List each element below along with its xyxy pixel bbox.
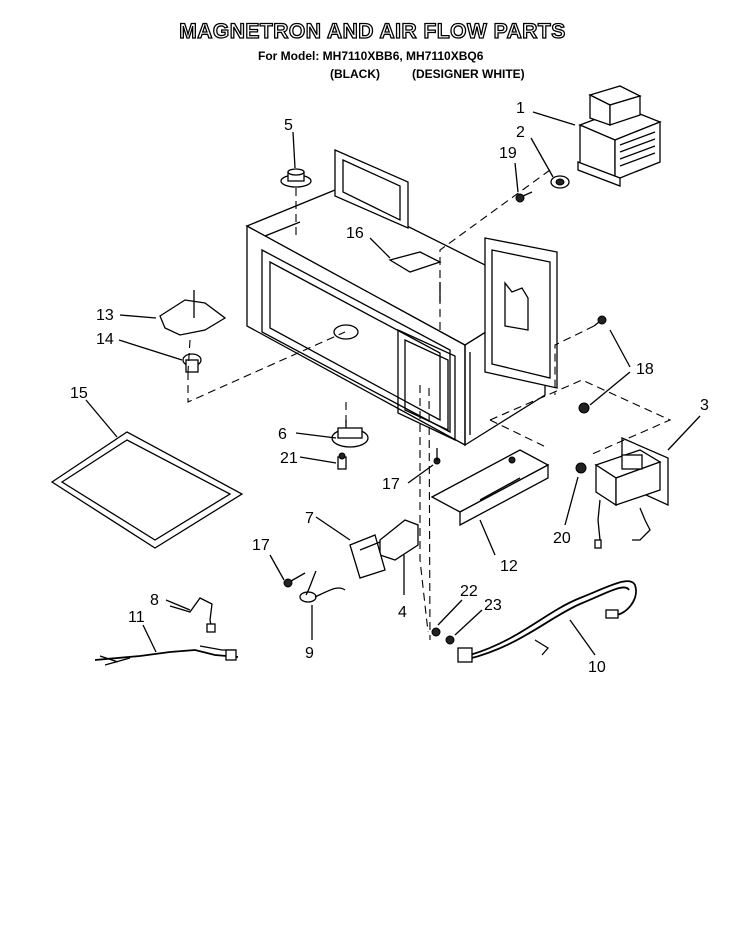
callout-17-left: 17	[252, 537, 270, 554]
callout-leader-lines	[85, 111, 701, 656]
fan-motor-part-3-drawing	[575, 437, 669, 549]
callout-8: 8	[150, 592, 159, 609]
parts-2-19-drawing	[515, 175, 570, 203]
callout-6: 6	[278, 426, 287, 443]
duct-part-12-drawing	[430, 449, 550, 527]
callout-10: 10	[588, 659, 606, 676]
wire-parts-8-9-11-drawing	[94, 570, 346, 666]
capacitor-parts-4-7-drawing	[349, 519, 419, 579]
screws-part-18-drawing	[578, 315, 607, 414]
magnetron-part-1-drawing	[577, 85, 662, 187]
callout-5: 5	[284, 117, 293, 134]
callout-1: 1	[516, 100, 525, 117]
callout-2: 2	[516, 124, 525, 141]
power-cord-part-10-drawing	[431, 580, 637, 663]
assembly-dashed-lines	[187, 169, 672, 641]
callout-13: 13	[96, 307, 114, 324]
callout-4: 4	[398, 604, 407, 621]
callout-7: 7	[305, 510, 314, 527]
callout-numbers: 1 2 3 4 5 6 7 8 9 10 11 12 13 14 15 16 1…	[70, 100, 709, 676]
oven-chassis-drawing	[245, 149, 558, 447]
thermal-cutout-part-5-drawing	[280, 168, 312, 188]
callout-16: 16	[346, 225, 364, 242]
callout-21: 21	[280, 450, 298, 467]
callout-20: 20	[553, 530, 571, 547]
callout-11: 11	[128, 609, 145, 626]
callout-19: 19	[499, 145, 517, 162]
callout-15: 15	[70, 385, 88, 402]
callout-18: 18	[636, 361, 654, 378]
callout-22: 22	[460, 583, 478, 600]
variant-designer-white: (DESIGNER WHITE)	[412, 67, 525, 81]
callout-3: 3	[700, 397, 709, 414]
callout-12: 12	[500, 558, 518, 575]
screws-part-17-drawing	[283, 448, 441, 588]
motor-parts-6-21-drawing	[331, 420, 369, 470]
diagram-title: MAGNETRON AND AIR FLOW PARTS	[179, 19, 566, 43]
model-line: For Model: MH7110XBB6, MH7110XBQ6	[258, 49, 484, 63]
variant-black: (BLACK)	[330, 67, 380, 81]
diagram-header: MAGNETRON AND AIR FLOW PARTS For Model: …	[0, 0, 752, 90]
glass-tray-part-15-drawing	[50, 431, 244, 549]
callout-9: 9	[305, 645, 314, 662]
callout-14: 14	[96, 331, 114, 348]
callout-17-center: 17	[382, 476, 400, 493]
callout-23: 23	[484, 597, 502, 614]
stirrer-parts-13-14-drawing	[159, 290, 227, 373]
